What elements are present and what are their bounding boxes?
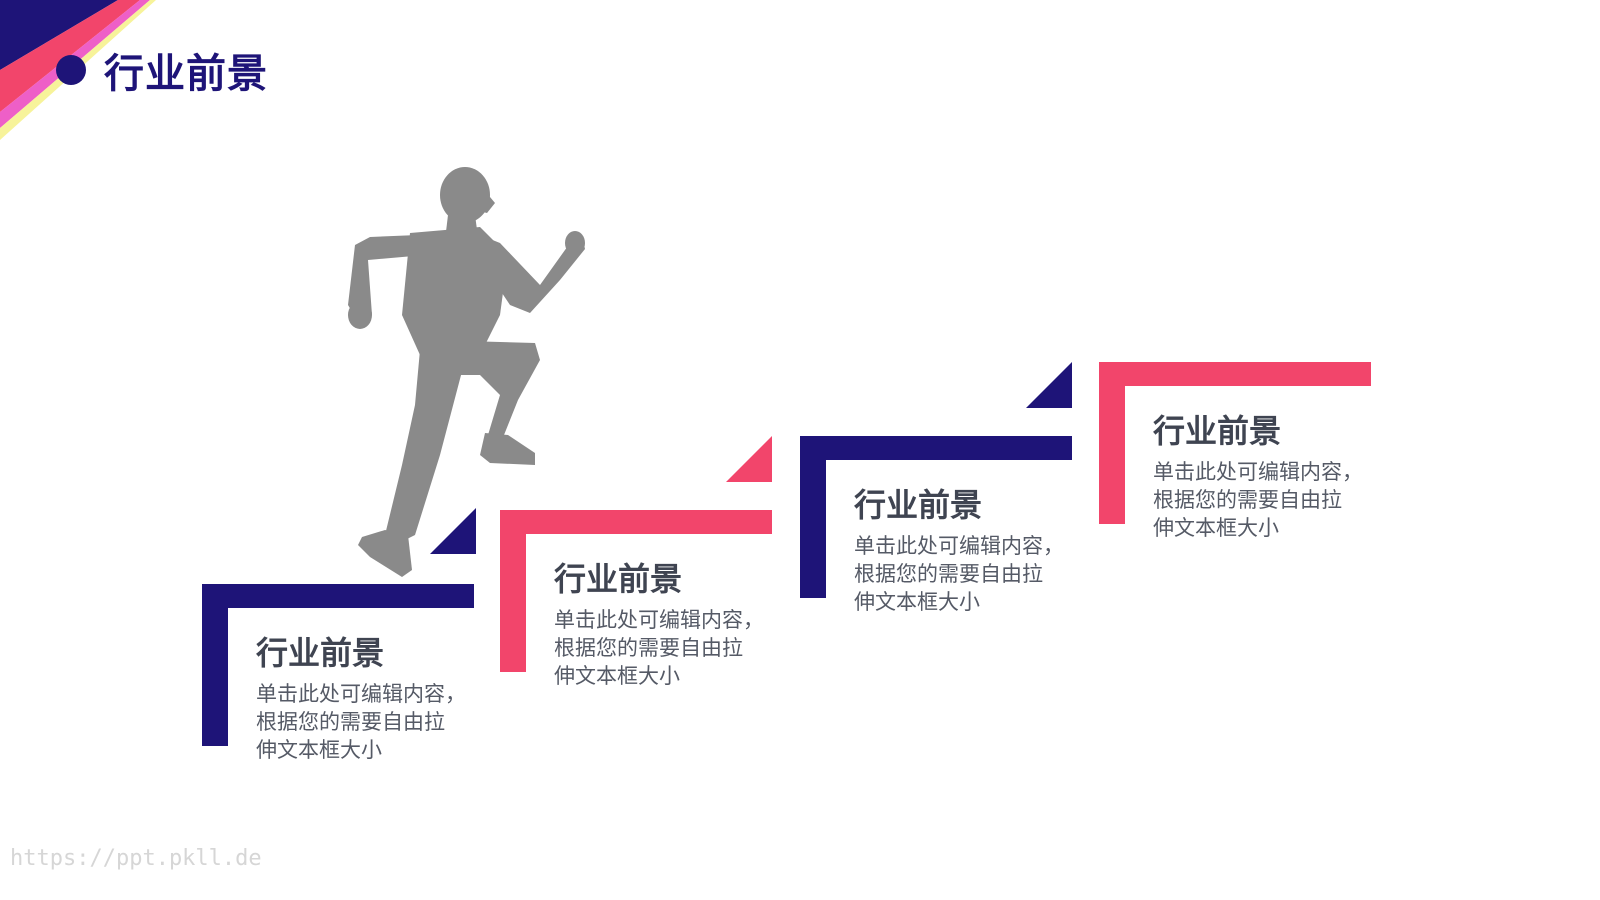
step-body-line: 根据您的需要自由拉 xyxy=(554,636,743,660)
step-body-line: 单击此处可编辑内容， xyxy=(554,608,764,632)
step-frame-left xyxy=(800,436,826,598)
step-title: 行业前景 xyxy=(854,486,983,524)
step-card-3: 行业前景 单击此处可编辑内容， 根据您的需要自由拉 伸文本框大小 xyxy=(800,362,1084,614)
step-text-4: 行业前景 单击此处可编辑内容， 根据您的需要自由拉 伸文本框大小 xyxy=(1153,406,1393,542)
step-body-line: 伸文本框大小 xyxy=(854,590,980,614)
step-text-2: 行业前景 单击此处可编辑内容， 根据您的需要自由拉 伸文本框大小 xyxy=(554,554,794,690)
step-body-line: 伸文本框大小 xyxy=(256,738,382,762)
step-body: 单击此处可编辑内容， 根据您的需要自由拉 伸文本框大小 xyxy=(1153,458,1393,542)
title-bullet-icon xyxy=(56,55,86,85)
step-frame-top xyxy=(500,510,772,534)
step-card-2: 行业前景 单击此处可编辑内容， 根据您的需要自由拉 伸文本框大小 xyxy=(500,436,784,688)
header: 行业前景 xyxy=(56,40,268,100)
step-title: 行业前景 xyxy=(256,634,385,672)
step-body-line: 单击此处可编辑内容， xyxy=(854,534,1064,558)
step-body: 单击此处可编辑内容， 根据您的需要自由拉 伸文本框大小 xyxy=(854,532,1094,616)
step-title: 行业前景 xyxy=(554,560,683,598)
step-body: 单击此处可编辑内容， 根据您的需要自由拉 伸文本框大小 xyxy=(554,606,794,690)
step-body-line: 根据您的需要自由拉 xyxy=(854,562,1043,586)
step-body-line: 单击此处可编辑内容， xyxy=(256,682,466,706)
step-body-line: 根据您的需要自由拉 xyxy=(256,710,445,734)
step-card-4: 行业前景 单击此处可编辑内容， 根据您的需要自由拉 伸文本框大小 xyxy=(1099,362,1383,540)
step-frame-left xyxy=(202,584,228,746)
step-text-3: 行业前景 单击此处可编辑内容， 根据您的需要自由拉 伸文本框大小 xyxy=(854,480,1094,616)
running-man-icon xyxy=(348,167,585,577)
page-title: 行业前景 xyxy=(104,51,268,97)
step-card-1: 行业前景 单击此处可编辑内容， 根据您的需要自由拉 伸文本框大小 xyxy=(202,508,486,762)
watermark: https://ppt.pkll.de xyxy=(10,846,262,871)
step-body-line: 伸文本框大小 xyxy=(554,664,680,688)
step-corner-triangle-icon xyxy=(430,508,476,554)
step-corner-triangle-icon xyxy=(1026,362,1072,408)
step-frame-left xyxy=(1099,362,1125,524)
step-body-line: 伸文本框大小 xyxy=(1153,516,1279,540)
step-body: 单击此处可编辑内容， 根据您的需要自由拉 伸文本框大小 xyxy=(256,680,496,764)
step-body-line: 根据您的需要自由拉 xyxy=(1153,488,1342,512)
step-frame-left xyxy=(500,510,526,672)
step-frame-top xyxy=(1099,362,1371,386)
step-text-1: 行业前景 单击此处可编辑内容， 根据您的需要自由拉 伸文本框大小 xyxy=(256,628,496,764)
step-corner-triangle-icon xyxy=(726,436,772,482)
step-title: 行业前景 xyxy=(1153,412,1282,450)
step-frame-top xyxy=(202,584,474,608)
step-frame-top xyxy=(800,436,1072,460)
step-body-line: 单击此处可编辑内容， xyxy=(1153,460,1363,484)
